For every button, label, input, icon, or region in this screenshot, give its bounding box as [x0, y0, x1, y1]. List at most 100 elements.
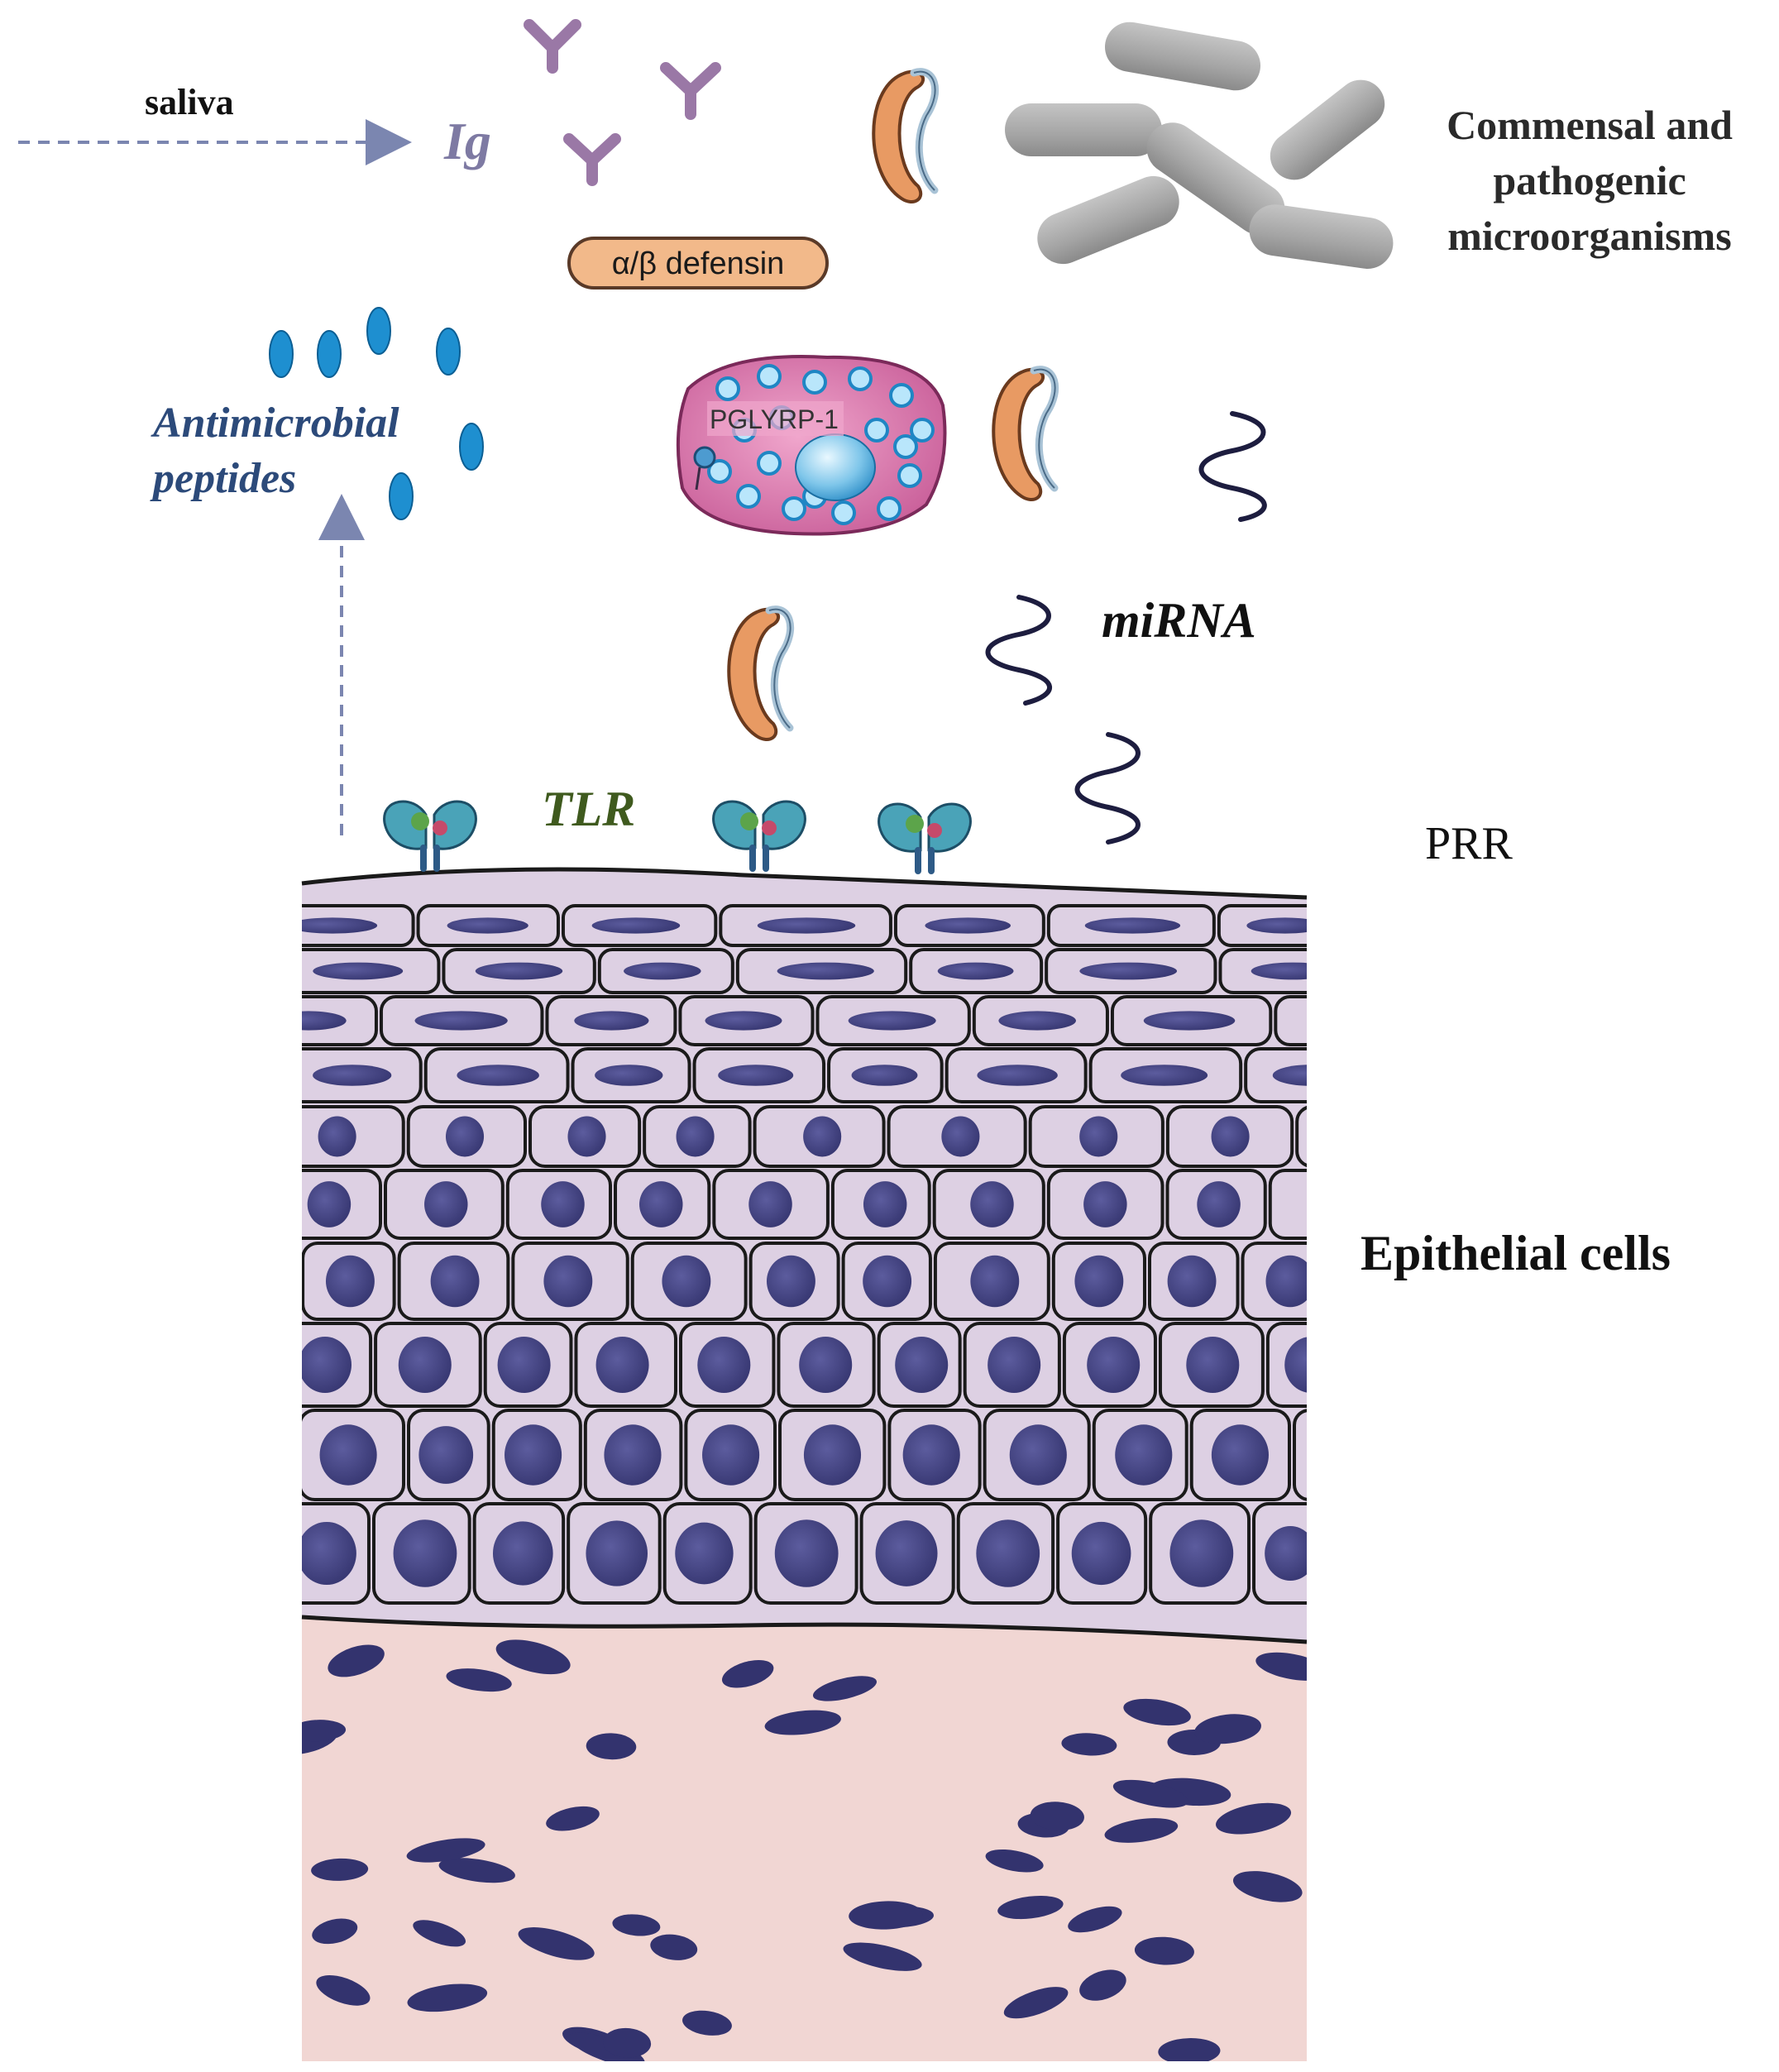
epithelial-cell: [678, 1322, 776, 1408]
stromal-nucleus: [1061, 1733, 1117, 1756]
granule: [757, 364, 782, 389]
mucosal-tissue: [301, 867, 1308, 2061]
stromal-nucleus: [843, 1942, 922, 1971]
epithelial-cell: [567, 1502, 662, 1605]
epithelial-cell: [678, 995, 815, 1046]
epithelial-cell: [407, 1409, 490, 1501]
stromal-nucleus: [849, 1901, 923, 1930]
mirna-strand: [1074, 732, 1141, 845]
epithelial-cell: [815, 995, 971, 1046]
epithelial-cell: [379, 995, 544, 1046]
stromal-nucleus: [446, 1668, 512, 1692]
stromal-nucleus: [1030, 1802, 1084, 1830]
stromal-nucleus: [1112, 1779, 1188, 1808]
mirna-strand: [1198, 411, 1267, 522]
epithelial-cell: [528, 1105, 642, 1168]
curved-bacterium: [992, 366, 1059, 501]
epithelial-cell: [1295, 1105, 1307, 1168]
stromal-nucleus: [985, 1849, 1044, 1873]
epithelial-cell: [302, 1047, 423, 1103]
epithelial-cell: [1265, 1322, 1307, 1408]
granule: [893, 434, 918, 459]
epithelial-cell: [944, 1047, 1088, 1103]
granule: [910, 418, 935, 443]
stromal-nucleus: [650, 1934, 698, 1960]
epithelial-cell: [571, 1047, 691, 1103]
epithelial-cell: [561, 904, 718, 947]
antibody-icon: [660, 62, 721, 120]
epithelial-cell: [643, 1105, 752, 1168]
curved-bacterium: [727, 605, 795, 741]
epithelial-cell: [662, 1502, 753, 1605]
epithelial-cell-group: [302, 904, 1307, 1605]
stromal-nucleus: [1123, 1698, 1191, 1726]
epithelial-cell: [778, 1409, 887, 1501]
amp-label-line-2: peptides: [150, 455, 296, 502]
rod-bacterium: [1005, 103, 1162, 156]
epithelial-cell: [574, 1322, 677, 1408]
rod-bacterium: [1249, 204, 1394, 269]
epithelial-cell: [384, 1169, 505, 1240]
epithelial-cell: [302, 1502, 371, 1605]
stromal-nucleus: [1216, 1802, 1292, 1835]
epithelial-cell: [1292, 1409, 1307, 1501]
stromal-nucleus: [612, 1914, 661, 1936]
amp-label-line-1: Antimicrobial: [151, 400, 399, 447]
epithelial-cell: [374, 1322, 482, 1408]
epithelial-cell: [1218, 948, 1307, 994]
epithelial-cell: [827, 1047, 944, 1103]
defensin-label: α/β defensin: [612, 246, 785, 281]
epithelial-cell: [302, 1322, 373, 1408]
tlr-receptor-icon: [383, 800, 477, 872]
epithelial-cell: [830, 1169, 931, 1240]
epithelial-cell: [933, 1242, 1050, 1321]
stromal-nucleus: [997, 1895, 1064, 1920]
granule: [802, 370, 827, 395]
granule: [889, 383, 914, 408]
stromal-nucleus: [407, 1983, 488, 2012]
epithelial-cell: [406, 1105, 528, 1168]
commensal-line-2: pathogenic: [1493, 157, 1686, 203]
stroma-nuclei: [302, 1639, 1307, 2061]
rod-bacterium: [1146, 122, 1285, 235]
epithelial-cell: [963, 1322, 1061, 1408]
mirna-label: miRNA: [1102, 593, 1256, 648]
stromal-nucleus: [1079, 1969, 1126, 2001]
curved-bacterium: [872, 68, 940, 203]
epithelial-cell: [505, 1169, 613, 1240]
cell-nucleus: [795, 433, 876, 501]
antibody-group: [524, 19, 721, 186]
prr-label: PRR: [1425, 818, 1513, 869]
epithelial-cell: [302, 1409, 406, 1501]
epithelial-cell: [302, 1242, 396, 1321]
granule: [736, 484, 761, 509]
epithelial-cells-label: Epithelial cells: [1361, 1226, 1671, 1280]
stromal-nucleus: [722, 1659, 774, 1688]
epithelial-cell: [1062, 1322, 1157, 1408]
epithelial-cell: [302, 904, 415, 947]
epithelial-cell: [472, 1502, 566, 1605]
epithelial-cell: [371, 1502, 471, 1605]
stromal-nucleus: [406, 1838, 485, 1863]
antibody-icon: [524, 19, 581, 74]
epithelial-cell: [1165, 1105, 1294, 1168]
epithelial-cell: [597, 948, 734, 994]
epithelial-cell: [1051, 1242, 1146, 1321]
epithelial-cell: [1165, 1169, 1267, 1240]
stromal-nucleus: [518, 1927, 595, 1960]
commensal-line-1: Commensal and: [1447, 102, 1733, 148]
stromal-nucleus: [812, 1676, 878, 1701]
granule: [715, 376, 740, 401]
epithelial-cell: [1110, 995, 1273, 1046]
stromal-nucleus: [495, 1639, 571, 1675]
epithelial-cell: [753, 1105, 886, 1168]
epithelial-cell: [932, 1169, 1045, 1240]
epithelial-cell: [302, 1105, 405, 1168]
epithelial-cell: [684, 1409, 777, 1501]
epithelial-cell: [545, 995, 677, 1046]
epithelial-cell: [1189, 1409, 1291, 1501]
epithelial-cell: [397, 1242, 510, 1321]
granule: [782, 496, 806, 521]
basement-membrane: [301, 1615, 1308, 1644]
